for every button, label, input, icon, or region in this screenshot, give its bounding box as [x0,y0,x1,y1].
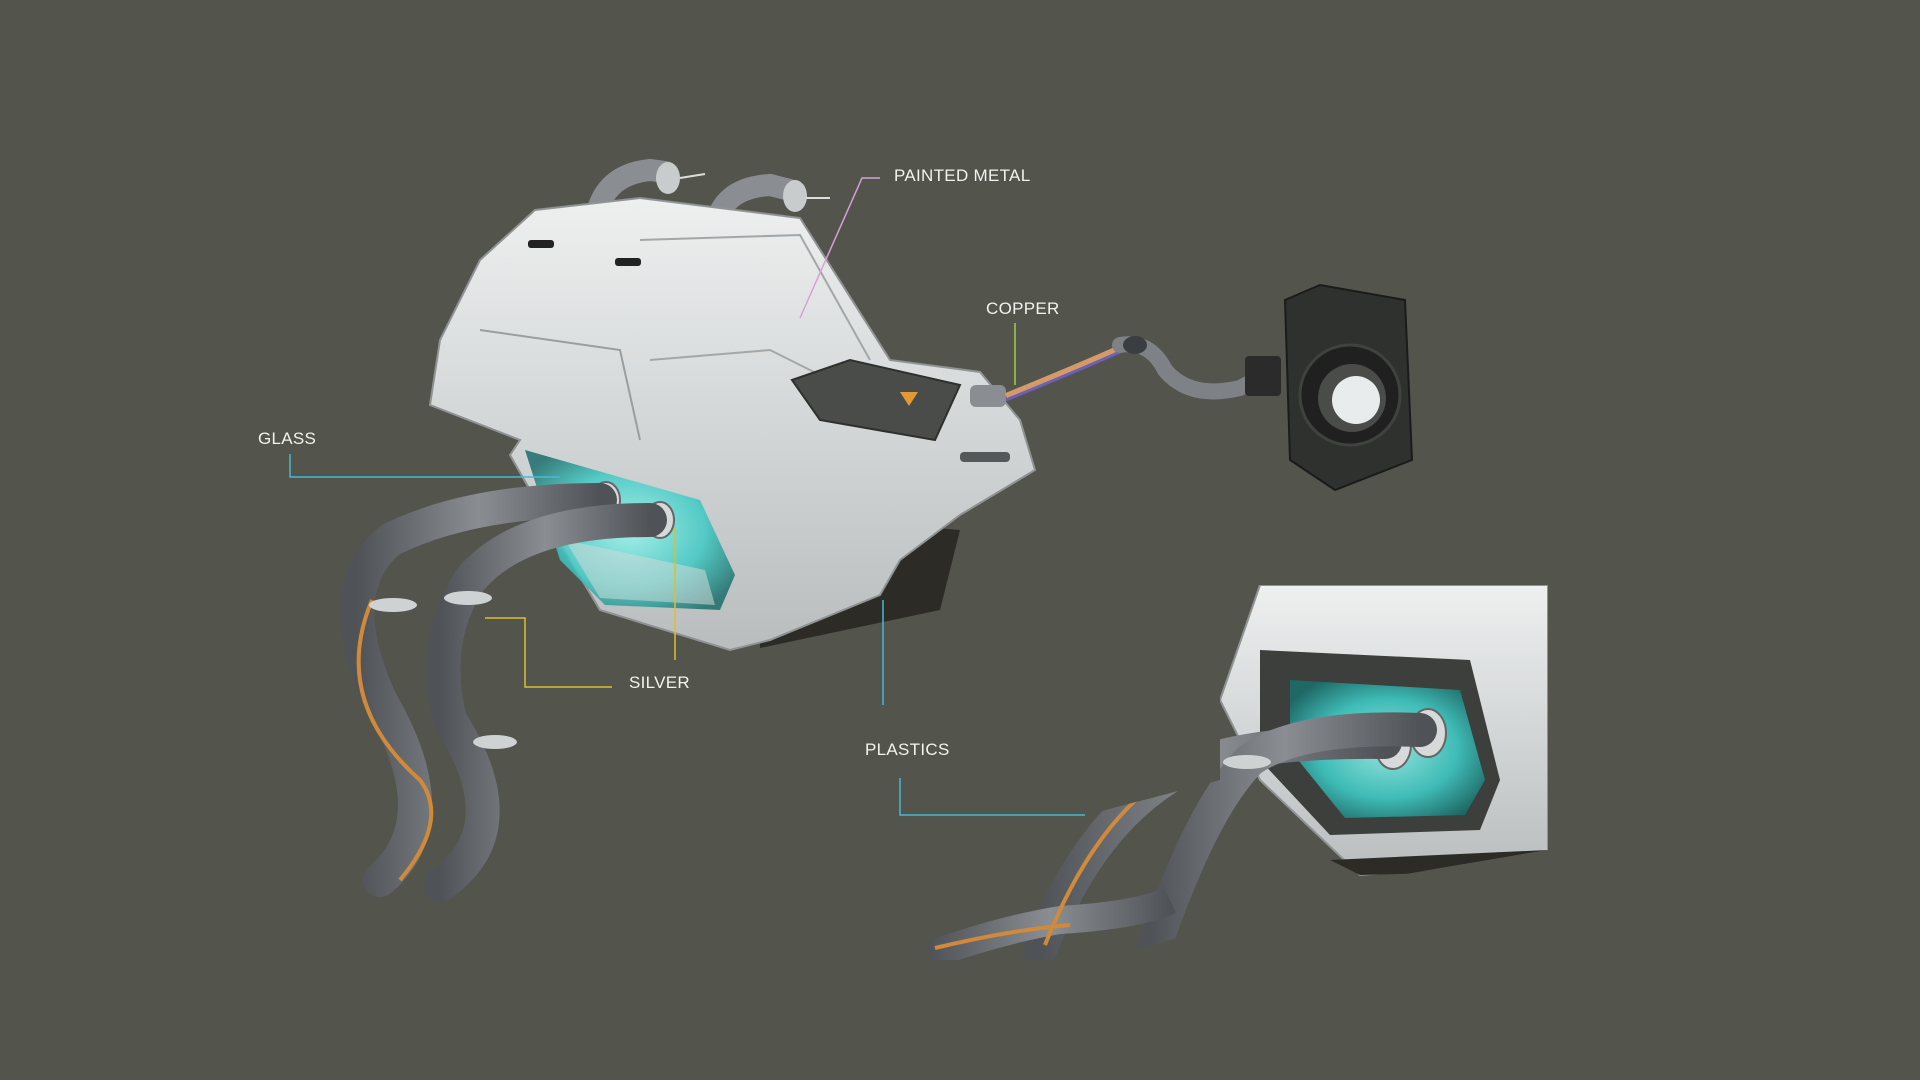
leader-painted-metal [799,177,880,319]
label-copper: COPPER [986,299,1060,318]
leader-glass [289,454,560,478]
label-painted-metal: PAINTED METAL [894,166,1031,185]
inset-detail-render [915,585,1548,960]
label-silver: SILVER [629,673,691,692]
label-plastics: PLASTICS [865,740,950,759]
plastic-socket [1245,283,1414,492]
dark-metal-panel [790,358,962,442]
copper-cable [970,336,1263,407]
leader-silver [485,527,676,688]
main-device [428,158,1037,652]
label-glass: GLASS [258,429,317,448]
warning-triangle-icon [900,392,918,406]
main-hoses [340,483,667,902]
leader-plastics [882,600,1085,816]
